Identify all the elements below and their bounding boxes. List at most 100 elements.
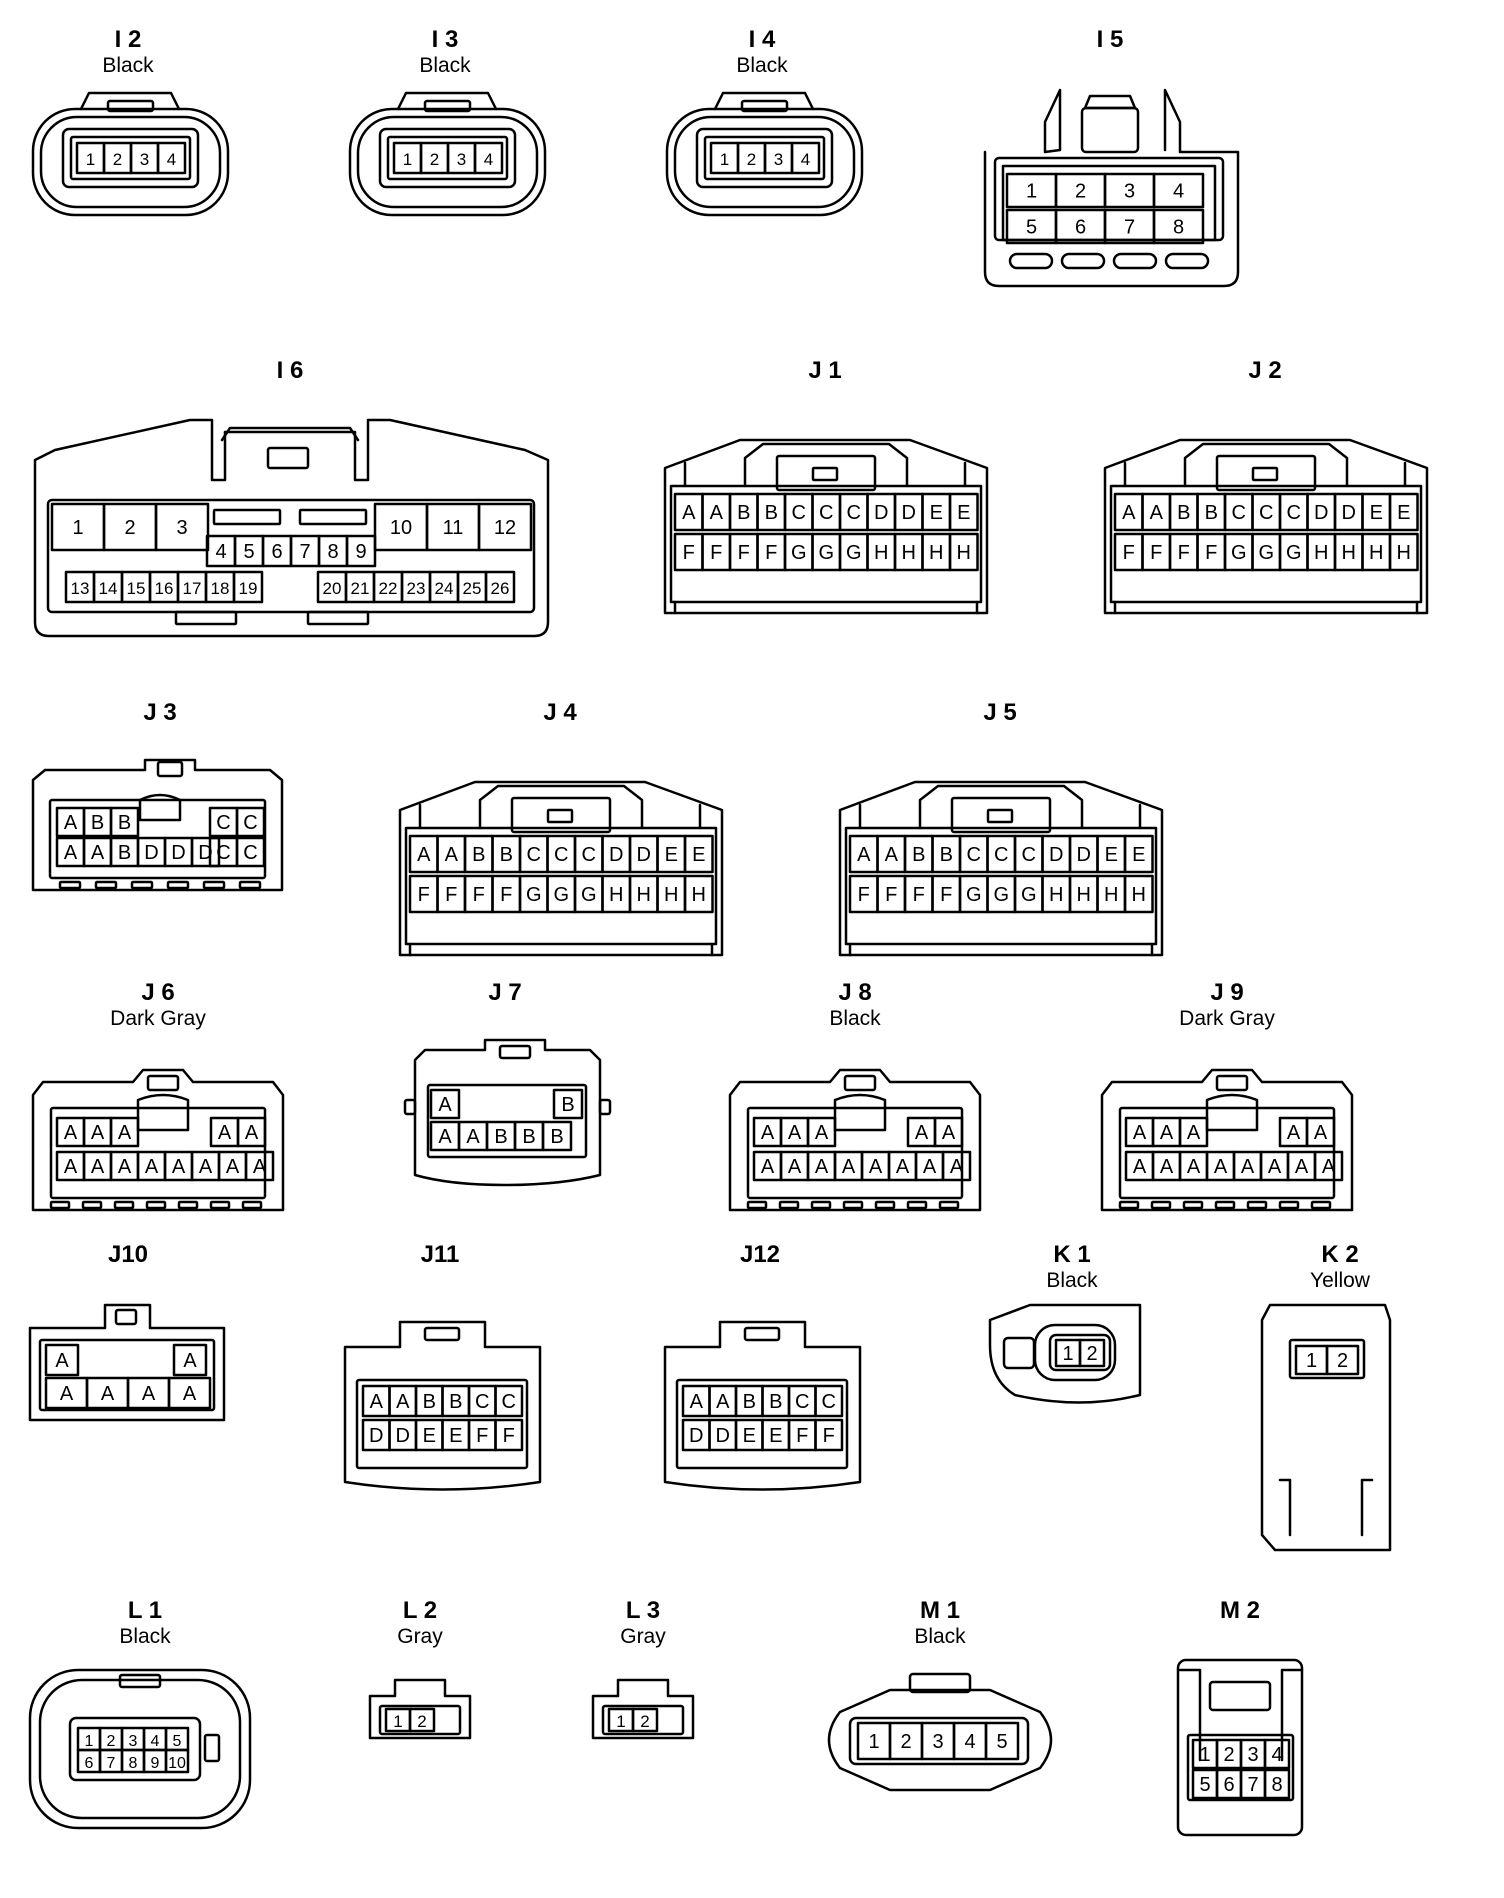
- pin-label: H: [1104, 884, 1118, 906]
- pin-cell: [429, 1088, 461, 1120]
- pin-label: E: [423, 1425, 436, 1447]
- pin-label: A: [869, 1156, 883, 1178]
- pin-label: A: [1150, 502, 1164, 524]
- pin-label: 5: [243, 541, 254, 563]
- pin-label: F: [823, 1425, 835, 1447]
- pin-cell: [172, 1343, 208, 1377]
- pin-label: 3: [176, 517, 187, 539]
- pin-cell: [683, 874, 714, 914]
- pin-label: F: [858, 884, 870, 906]
- pin-label: 11: [443, 517, 464, 539]
- pin-label: A: [1122, 502, 1136, 524]
- pin-label: H: [1077, 884, 1091, 906]
- pin-label: B: [91, 812, 104, 834]
- pin-label: C: [243, 812, 257, 834]
- pin-label: 7: [299, 541, 310, 563]
- pin-cell: [345, 534, 377, 568]
- pin-label: C: [792, 502, 806, 524]
- pin-label: A: [118, 1156, 132, 1178]
- pin-label: D: [369, 1425, 383, 1447]
- pin-label: A: [183, 1383, 197, 1405]
- pin-label: D: [1049, 844, 1063, 866]
- connector-id: J 9: [1210, 979, 1243, 1006]
- pin-cell: [814, 1418, 844, 1452]
- pin-cell: [109, 1116, 140, 1148]
- pin-label: A: [716, 1391, 730, 1413]
- pin-label: 2: [747, 150, 756, 169]
- pin-cell: [473, 141, 504, 175]
- pin-cell: [941, 1150, 972, 1182]
- connector-color: Dark Gray: [110, 1007, 206, 1030]
- pin-label: D: [689, 1425, 703, 1447]
- pin-label: F: [885, 884, 897, 906]
- pin-label: 17: [183, 579, 202, 598]
- pin-label: 1: [1306, 1350, 1317, 1372]
- pin-label: H: [692, 884, 706, 906]
- pin-cell: [164, 1748, 190, 1774]
- pin-label: B: [118, 842, 131, 864]
- pin-label: 4: [1173, 181, 1184, 203]
- pin-label: G: [1286, 542, 1302, 564]
- connector-color: Black: [119, 1625, 171, 1648]
- pin-label: G: [966, 884, 982, 906]
- pin-label: 2: [417, 1712, 426, 1731]
- pin-label: A: [1187, 1122, 1201, 1144]
- pin-label: 15: [127, 579, 146, 598]
- pin-label: B: [765, 502, 778, 524]
- pin-label: E: [1132, 844, 1145, 866]
- pin-label: C: [1232, 502, 1246, 524]
- pin-label: H: [1049, 884, 1063, 906]
- pin-label: A: [885, 844, 899, 866]
- pin-label: A: [682, 502, 696, 524]
- pin-label: 5: [1026, 217, 1037, 239]
- pin-label: 6: [1223, 1774, 1234, 1796]
- pin-label: D: [716, 1425, 730, 1447]
- pin-label: C: [1022, 844, 1036, 866]
- pin-cell: [494, 1384, 524, 1418]
- pin-label: 1: [720, 150, 729, 169]
- pin-label: A: [815, 1122, 829, 1144]
- pin-label: E: [665, 844, 678, 866]
- pin-label: A: [183, 1350, 197, 1372]
- connector-id: M 2: [1220, 1597, 1260, 1624]
- connector-id: J 4: [543, 699, 577, 726]
- pin-label: G: [553, 884, 569, 906]
- pin-label: 2: [900, 1731, 911, 1753]
- pin-label: 1: [1062, 1343, 1073, 1365]
- pin-label: A: [1160, 1156, 1174, 1178]
- pin-label: G: [993, 884, 1009, 906]
- pin-label: A: [1214, 1156, 1228, 1178]
- pin-label: F: [940, 884, 952, 906]
- pin-label: 5: [1199, 1774, 1210, 1796]
- pin-label: 3: [774, 150, 783, 169]
- pin-cell: [1078, 1338, 1106, 1368]
- connector-id: J 1: [808, 357, 841, 384]
- pin-label: 4: [1271, 1744, 1282, 1766]
- pin-label: A: [370, 1391, 384, 1413]
- pin-label: A: [923, 1156, 937, 1178]
- pin-label: C: [527, 844, 541, 866]
- connector-id: J 6: [141, 979, 174, 1006]
- pin-label: C: [1259, 502, 1273, 524]
- pin-cell: [244, 1150, 275, 1182]
- pin-label: D: [637, 844, 651, 866]
- pin-label: 2: [1223, 1744, 1234, 1766]
- connector-color: Black: [1046, 1269, 1098, 1292]
- pin-label: B: [494, 1126, 507, 1148]
- pin-label: 5: [173, 1733, 182, 1750]
- pin-label: D: [1077, 844, 1091, 866]
- pin-label: 12: [494, 517, 516, 539]
- pin-label: E: [743, 1425, 756, 1447]
- pin-cell: [235, 806, 266, 838]
- pin-label: G: [791, 542, 807, 564]
- pin-label: C: [822, 1391, 836, 1413]
